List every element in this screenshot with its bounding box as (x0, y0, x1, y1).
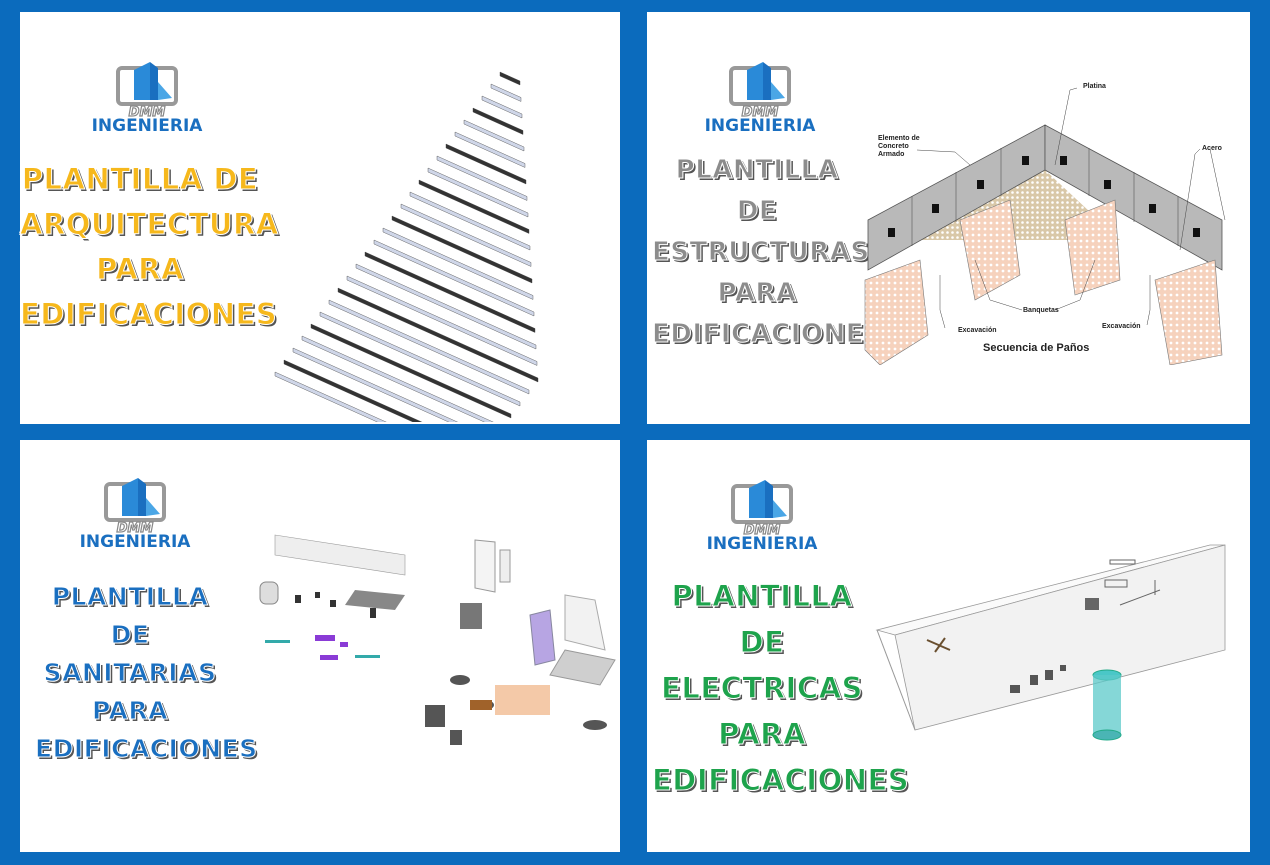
panel-title: PLANTILLA DE ESTRUCTURAS PARA EDIFICACIO… (652, 150, 884, 355)
label-acero: Acero (1202, 145, 1222, 152)
title-line: ESTRUCTURAS (652, 237, 870, 268)
title-line: EDIFICACIONES (20, 297, 278, 332)
component-strip (364, 251, 536, 333)
component-strip (499, 71, 521, 86)
title-line: EDIFICACIONES (652, 763, 910, 798)
label-excavacion: Excavación (958, 327, 997, 334)
component-strip (319, 311, 521, 407)
title-line: PLANTILLA DE (51, 582, 209, 650)
label-elemento: Concreto (878, 143, 909, 150)
sanitary-fixtures-illustration (259, 534, 616, 745)
svg-text:DMM: DMM (742, 105, 779, 118)
component-strip (445, 143, 527, 185)
building-logo-icon: DMM (104, 478, 166, 534)
title-line: PARA (717, 278, 797, 309)
svg-text:DMM: DMM (117, 521, 154, 534)
panel-title: PLANTILLA DE ARQUITECTURA PARA EDIFICACI… (20, 157, 279, 337)
diagram-caption: Secuencia de Paños (983, 342, 1089, 354)
component-strip (382, 227, 534, 300)
title-line: EDIFICACIONES (35, 734, 258, 764)
component-strip (292, 347, 458, 422)
building-logo-icon: DMM (116, 62, 178, 118)
panel-electricas: DMM INGENIERIA PLANTILLA DE ELECTRICAS P… (647, 440, 1250, 852)
electrical-components-illustration (875, 544, 1226, 741)
component-strip (328, 299, 530, 395)
component-strip (409, 191, 531, 251)
structure-diagram: Platina Elemento de Concreto Armado Acer… (864, 83, 1226, 365)
component-strip (301, 335, 494, 422)
panel-title: PLANTILLA DE SANITARIAS PARA EDIFICACION… (35, 578, 258, 768)
component-strip (490, 83, 522, 102)
title-line: EDIFICACIONES (652, 319, 884, 350)
label-elemento: Armado (878, 151, 904, 158)
label-excavacion: Excavación (1102, 323, 1141, 330)
title-line: SANITARIAS (43, 658, 217, 688)
label-elemento: Elemento de (878, 135, 920, 142)
dmm-logo: DMM INGENIERIA (702, 478, 822, 558)
component-strip (481, 95, 523, 119)
panel-estructuras: DMM INGENIERIA PLANTILLA DE ESTRUCTURAS … (647, 12, 1250, 424)
brand-name: INGENIERIA (706, 534, 818, 554)
title-line: PLANTILLA DE (21, 162, 259, 197)
building-logo-icon: DMM (729, 62, 791, 118)
component-strip (436, 155, 528, 201)
label-platina: Platina (1083, 83, 1106, 90)
component-strip (337, 287, 539, 383)
component-strip (373, 239, 535, 317)
dmm-logo: DMM INGENIERIA (87, 60, 207, 140)
brand-name: INGENIERIA (704, 116, 816, 136)
component-strip (400, 203, 532, 267)
component-strip (454, 131, 526, 168)
brand-name: INGENIERIA (91, 116, 203, 136)
component-strip (418, 179, 530, 234)
title-line: PARA (96, 252, 184, 287)
title-line: PLANTILLA DE (671, 579, 853, 660)
title-line: ELECTRICAS (661, 671, 863, 706)
panel-sanitarias: DMM INGENIERIA PLANTILLA DE SANITARIAS P… (20, 440, 620, 852)
svg-text:DMM: DMM (744, 523, 781, 536)
title-line: PLANTILLA DE (675, 155, 839, 227)
component-strip (274, 371, 387, 422)
title-line: PARA (92, 696, 168, 726)
component-strip (391, 215, 533, 284)
panel-title: PLANTILLA DE ELECTRICAS PARA EDIFICACION… (652, 573, 910, 803)
building-logo-icon: DMM (731, 480, 793, 536)
dmm-logo: DMM INGENIERIA (75, 476, 195, 556)
component-strip (355, 263, 537, 350)
component-strip (346, 275, 538, 366)
dmm-logo: DMM INGENIERIA (700, 60, 820, 140)
component-strip (283, 359, 423, 422)
component-strip (463, 119, 525, 152)
architecture-components-illustration (274, 71, 539, 422)
svg-text:DMM: DMM (129, 105, 166, 118)
label-banquetas: Banquetas (1023, 307, 1059, 314)
component-strip (427, 167, 529, 218)
component-strip (472, 107, 524, 135)
component-strip (310, 323, 512, 419)
brand-name: INGENIERIA (79, 532, 191, 552)
title-line: PARA (718, 717, 806, 752)
panel-arquitectura: DMM INGENIERIA PLANTILLA DE ARQUITECTURA… (20, 12, 620, 424)
title-line: ARQUITECTURA (20, 207, 279, 242)
